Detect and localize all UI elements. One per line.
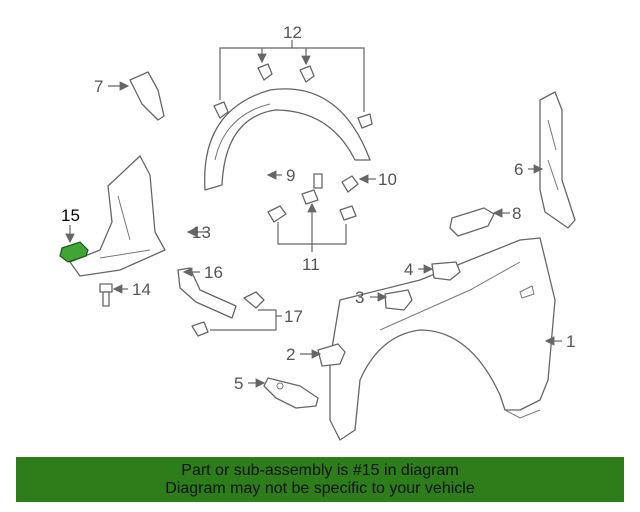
clips-part-12 — [213, 63, 373, 129]
side-strip-part-6 — [539, 91, 576, 229]
callout-10: 10 — [378, 170, 397, 189]
fender-liner-part-9 — [204, 88, 371, 191]
callout-3: 3 — [355, 288, 364, 307]
bracket-part-3 — [384, 289, 413, 311]
parts-diagram: 1 2 3 4 5 6 7 8 9 10 11 12 13 14 15 16 1… — [59, 23, 576, 441]
callout-16: 16 — [204, 263, 223, 282]
bracket-part-7 — [129, 71, 165, 121]
banner-line-1: Part or sub-assembly is #15 in diagram — [181, 461, 459, 479]
fender-part — [329, 237, 556, 441]
callout-8: 8 — [512, 204, 521, 223]
callout-2: 2 — [286, 345, 295, 364]
splash-shield-part-13 — [69, 155, 166, 277]
callout-17: 17 — [284, 307, 303, 326]
callout-5: 5 — [234, 374, 243, 393]
callout-14: 14 — [132, 280, 151, 299]
bolt-part-10 — [341, 175, 359, 193]
banner-line-2: Diagram may not be specific to your vehi… — [165, 479, 475, 497]
clip-part-2 — [317, 343, 346, 367]
callout-4: 4 — [404, 260, 413, 279]
leader-lines — [65, 40, 562, 388]
callout-labels: 1 2 3 4 5 6 7 8 9 10 11 12 13 14 15 16 1… — [61, 23, 575, 393]
bolts-part-11 — [267, 173, 357, 223]
nut-part-15-highlighted — [59, 241, 89, 263]
clips-part-17 — [191, 291, 265, 337]
callout-9: 9 — [286, 166, 295, 185]
bracket-part-4 — [431, 261, 461, 281]
callout-15: 15 — [61, 206, 80, 225]
callout-11: 11 — [302, 255, 320, 274]
callout-1: 1 — [566, 332, 575, 351]
callout-7: 7 — [94, 77, 103, 96]
callout-12: 12 — [283, 23, 302, 42]
bolt-part-14 — [99, 283, 113, 307]
info-banner: Part or sub-assembly is #15 in diagram D… — [16, 457, 624, 502]
bracket-part-5 — [263, 377, 319, 409]
callout-13: 13 — [192, 223, 211, 242]
callout-6: 6 — [514, 160, 523, 179]
filler-part-8 — [449, 207, 495, 237]
